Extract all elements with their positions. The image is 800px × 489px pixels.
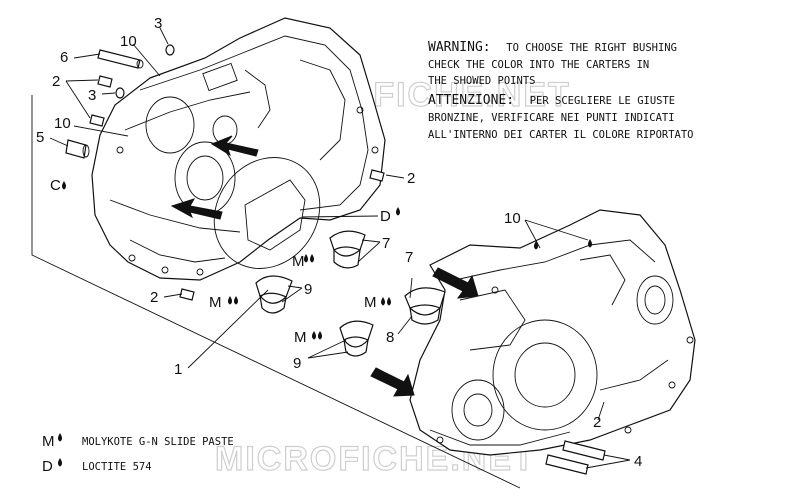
callout-9-b: 9	[293, 355, 301, 372]
callout-2-a: 2	[52, 73, 60, 90]
callout-8: 8	[386, 329, 394, 346]
indicator-arrow-left-lower	[170, 198, 223, 220]
dowel-pin-2-c	[369, 169, 385, 182]
dowel-pin-6	[97, 49, 144, 69]
warning-line-1: TO CHOOSE THE RIGHT BUSHING	[506, 42, 677, 54]
legend-m-drop-icon	[58, 433, 62, 442]
callout-6: 6	[60, 49, 68, 66]
callout-10-c: 10	[504, 210, 521, 227]
callout-7-b: 7	[405, 249, 413, 266]
warning-line-2: CHECK THE COLOR INTO THE CARTERS IN	[428, 59, 649, 71]
callout-M-3: M	[364, 294, 377, 311]
assembly-bracket-1	[31, 95, 521, 489]
legend-m-text: MOLYKOTE G-N SLIDE PASTE	[82, 436, 234, 448]
gasket-highlight-ellipse	[213, 157, 321, 269]
legend-d-drop-icon	[58, 458, 62, 467]
dowel-pin-2-a	[97, 75, 113, 88]
dowel-pin-2-d	[179, 288, 195, 301]
callout-10-b: 10	[54, 115, 71, 132]
attenzione-line-2: BRONZINE, VERIFICARE NEI PUNTI INDICATI	[428, 112, 675, 124]
bearing-shell-9-left	[255, 275, 293, 314]
warning-heading: WARNING:	[428, 40, 491, 55]
right-crankcase-half	[409, 209, 696, 456]
callout-2-c: 2	[407, 170, 415, 187]
indicator-arrow-right-lower	[370, 367, 415, 397]
attenzione-line-3: ALL'INTERNO DEI CARTER IL COLORE RIPORTA…	[428, 129, 694, 141]
attenzione-heading: ATTENZIONE:	[428, 93, 514, 108]
bushing-5	[65, 139, 90, 159]
callout-3-b: 3	[88, 87, 96, 104]
legend: M MOLYKOTE G-N SLIDE PASTE D LOCTITE 574	[42, 433, 234, 475]
indicator-arrow-right-upper	[432, 267, 479, 299]
bearing-shell-9-right	[339, 320, 374, 357]
bearing-shell-7-upper	[329, 230, 366, 269]
leader-lines	[49, 27, 631, 469]
legend-m-symbol: M	[42, 433, 55, 450]
legend-d-text: LOCTITE 574	[82, 461, 152, 473]
callout-M-2: M	[209, 294, 222, 311]
dowel-pin-4-a	[562, 440, 606, 461]
bushing-3-b	[115, 87, 125, 99]
svg-text:WARNING: TO CHOOSE THE R: WARNING: TO CHOOSE THE RIGHT BUSHING	[428, 36, 677, 55]
callout-2-b: 2	[593, 414, 601, 431]
callout-9-a: 9	[304, 281, 312, 298]
callout-5: 5	[36, 129, 44, 146]
callout-4: 4	[634, 453, 642, 470]
callout-M-4: M	[294, 329, 307, 346]
attenzione-line-1: PER SCEGLIERE LE GIUSTE	[530, 95, 675, 107]
svg-text:ATTENZIONE: PER SCEGLIER: ATTENZIONE: PER SCEGLIERE LE GIUSTE	[428, 89, 675, 108]
callout-M-1: M	[292, 253, 305, 270]
callout-7-a: 7	[382, 235, 390, 252]
warning-note: WARNING: TO CHOOSE THE RIGHT BUSHING CHE…	[428, 36, 694, 141]
dowel-pin-2-b	[89, 114, 105, 127]
callout-10-a: 10	[120, 33, 137, 50]
callout-D: D	[380, 208, 391, 225]
callout-1: 1	[174, 361, 182, 378]
callout-C: C	[50, 177, 61, 194]
legend-d-symbol: D	[42, 458, 53, 475]
gasket-surface	[244, 179, 306, 251]
lube-drop-icons	[62, 181, 592, 340]
bushing-3-a	[165, 44, 175, 56]
warning-line-3: THE SHOWED POINTS	[428, 75, 535, 87]
callout-2-d: 2	[150, 289, 158, 306]
callout-3-a: 3	[154, 15, 162, 32]
bearing-shell-7-right	[404, 287, 446, 325]
dowel-pin-4-b	[545, 454, 589, 475]
indicator-arrow-left-upper	[210, 135, 259, 157]
